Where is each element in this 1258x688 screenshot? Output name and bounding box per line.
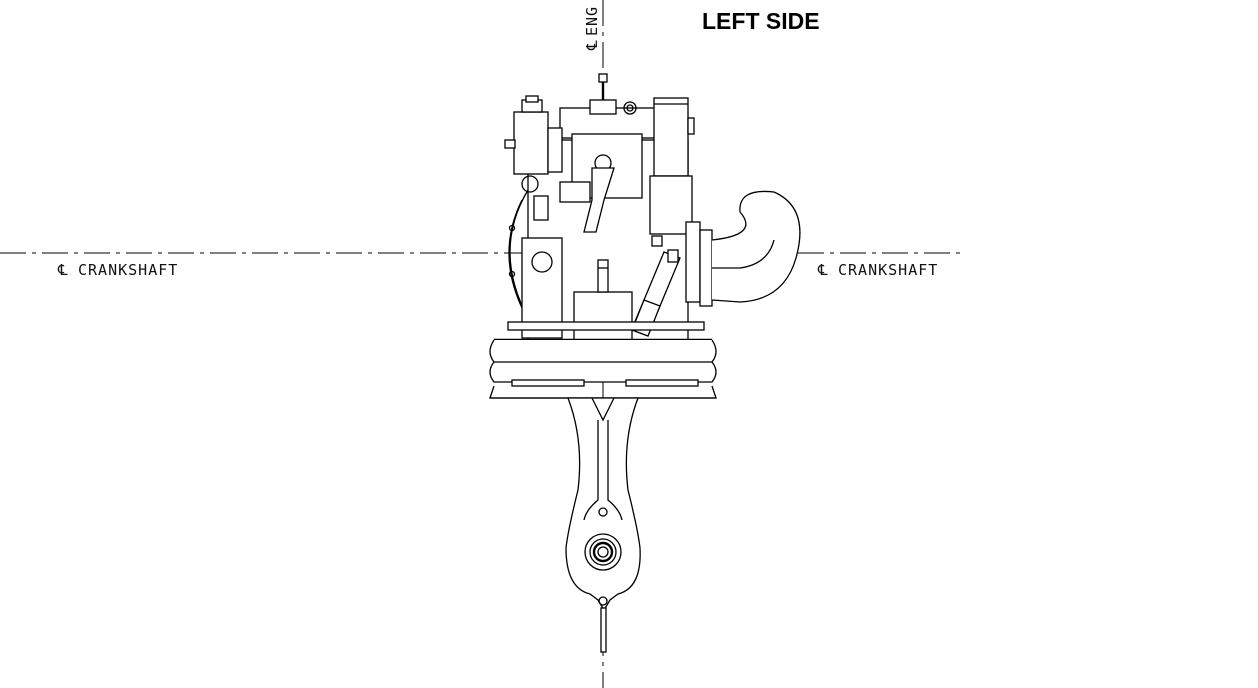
engine-centerline-label: ℄ ENG	[583, 6, 601, 51]
engine-centerline-symbol: ℄	[583, 39, 601, 51]
crankshaft-left-label: ℄ CRANKSHAFT	[57, 261, 178, 279]
engine-centerline-text: ENG	[583, 6, 601, 36]
crankshaft-right-text: CRANKSHAFT	[838, 261, 938, 279]
crank-pulley	[489, 321, 717, 399]
crankshaft-left-symbol: ℄	[57, 261, 69, 279]
drawing-title: LEFT SIDE	[702, 8, 820, 34]
crankshaft-left-text: CRANKSHAFT	[78, 261, 178, 279]
mounting-bracket	[565, 397, 641, 653]
crankshaft-right-label: ℄ CRANKSHAFT	[817, 261, 938, 279]
engine-body	[504, 73, 801, 341]
crankshaft-right-symbol: ℄	[817, 261, 829, 279]
